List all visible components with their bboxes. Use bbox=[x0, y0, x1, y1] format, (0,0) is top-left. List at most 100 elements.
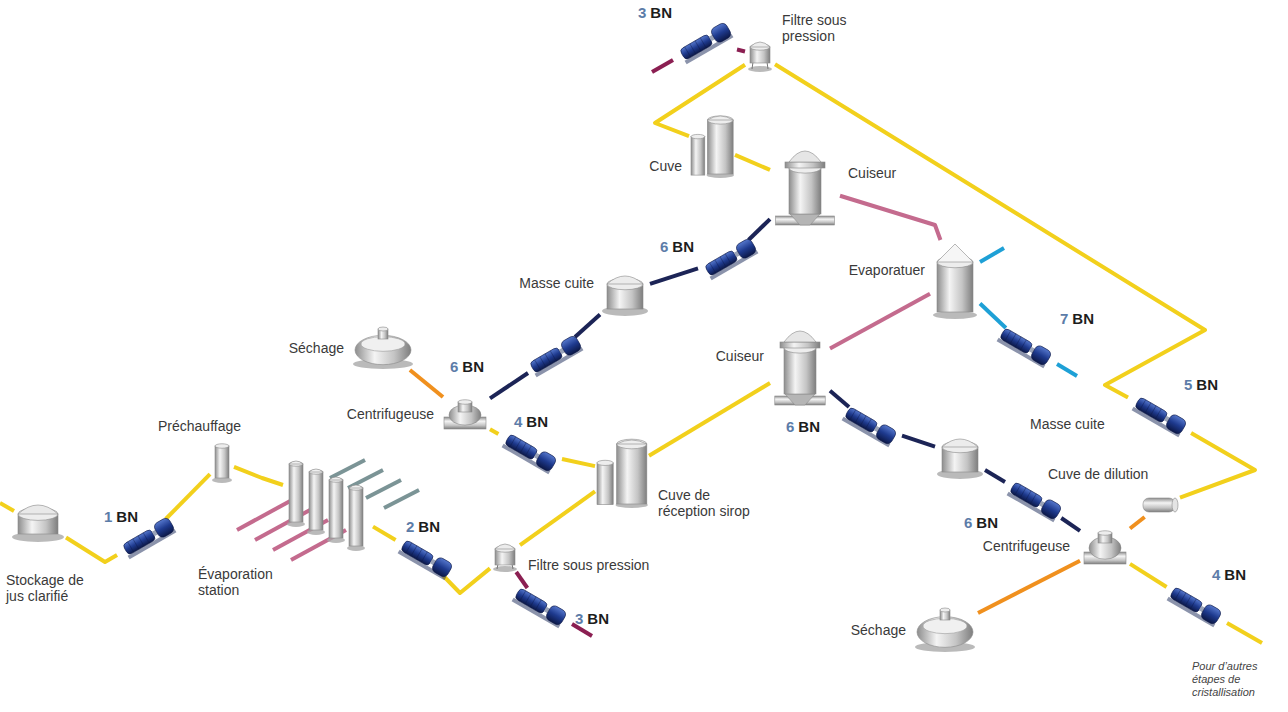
pump-body bbox=[999, 328, 1033, 354]
pump-rib bbox=[535, 360, 541, 370]
pump-body bbox=[1009, 482, 1043, 508]
pump-rib bbox=[1015, 337, 1021, 347]
pump-unit: 2BN bbox=[394, 540, 458, 576]
equipment-unit: Filtre sous pression bbox=[745, 38, 775, 72]
pump-icon bbox=[993, 328, 1057, 364]
tank-dome bbox=[789, 151, 821, 162]
icon-group bbox=[597, 439, 648, 508]
tank-top bbox=[1098, 531, 1112, 535]
pump-body bbox=[1169, 587, 1203, 613]
pipe-connector bbox=[985, 470, 1005, 482]
pump-rib bbox=[720, 257, 726, 267]
callout-number: 1 bbox=[104, 508, 112, 525]
equipment-unit: Séchage bbox=[350, 326, 416, 370]
pipe-connector bbox=[840, 196, 940, 240]
icon-group bbox=[937, 439, 983, 479]
pump-label: 6BN bbox=[964, 514, 998, 531]
callout-number: 6 bbox=[786, 418, 794, 435]
pump-body bbox=[1134, 397, 1168, 423]
tank-dome bbox=[607, 276, 643, 284]
pipe-connector bbox=[775, 64, 1205, 397]
equipment-name: Évaporation station bbox=[198, 566, 290, 598]
tank-shell bbox=[329, 480, 343, 538]
icon-group bbox=[512, 586, 568, 629]
equipment-label: Préchauffage bbox=[158, 418, 241, 434]
equipment-label: Cuve bbox=[649, 158, 682, 174]
pump-unit: 4BN bbox=[1163, 587, 1227, 623]
pipe-stub bbox=[0, 503, 14, 511]
dilution-tank bbox=[1143, 498, 1175, 512]
pump-motor bbox=[1040, 498, 1063, 520]
equipment-icon bbox=[283, 454, 373, 546]
pipe-connector bbox=[830, 391, 849, 407]
pipe-connector bbox=[735, 155, 770, 170]
pump-rib bbox=[1020, 340, 1026, 350]
pump-rib bbox=[133, 539, 139, 549]
pump-body bbox=[514, 588, 548, 614]
tank-dome bbox=[707, 116, 733, 120]
pipe-connector bbox=[902, 436, 935, 447]
tank-shell bbox=[789, 168, 821, 214]
pump-rib bbox=[1150, 406, 1156, 416]
icon-group bbox=[933, 244, 977, 319]
icon-group bbox=[776, 151, 835, 225]
pump-code: BN bbox=[587, 610, 609, 627]
pipe-connector bbox=[516, 572, 527, 588]
icon-group bbox=[287, 461, 365, 551]
vapour-pipe bbox=[330, 460, 365, 478]
tank-shell bbox=[309, 472, 323, 530]
pipe-connector bbox=[980, 304, 1006, 328]
tank-top bbox=[458, 400, 472, 404]
pump-rib bbox=[865, 419, 871, 429]
tank-top bbox=[215, 444, 229, 448]
tank-dome bbox=[309, 469, 323, 472]
tank-top bbox=[707, 116, 733, 124]
pump-unit: 7BN bbox=[993, 328, 1057, 364]
tank-shell bbox=[617, 444, 647, 504]
pump-code: BN bbox=[418, 518, 440, 535]
tank-shell bbox=[784, 348, 816, 394]
pipe-connector bbox=[737, 50, 745, 52]
icon-group bbox=[915, 608, 975, 652]
equipment-name: Stockage de jus clarifié bbox=[6, 572, 94, 604]
pump-body bbox=[529, 347, 563, 373]
equipment-icon bbox=[930, 240, 980, 320]
equipment-name: Centrifugeuse bbox=[347, 406, 434, 422]
pump-body bbox=[704, 250, 738, 276]
pump-rib bbox=[700, 38, 706, 48]
tank-shell bbox=[707, 120, 733, 174]
equipment-label: Séchage bbox=[289, 340, 344, 356]
pump-rib bbox=[1010, 334, 1016, 344]
icon-group bbox=[703, 238, 759, 281]
pump-rib bbox=[725, 254, 731, 264]
icon-group bbox=[1167, 585, 1223, 628]
pump-rib bbox=[690, 44, 696, 54]
dryer-body bbox=[355, 335, 411, 364]
pump-label: 2BN bbox=[406, 518, 440, 535]
equipment-base bbox=[748, 66, 772, 72]
equipment-label: Cuve de réception sirop bbox=[658, 487, 758, 519]
pump-code: BN bbox=[462, 358, 484, 375]
pump-rib bbox=[1030, 494, 1036, 504]
evaporator-cone bbox=[937, 244, 973, 262]
equipment-name: Cuve bbox=[649, 158, 682, 174]
pipe-connector bbox=[166, 474, 210, 519]
equipment-icon bbox=[770, 140, 840, 230]
pump-rib bbox=[550, 351, 556, 361]
pipe-connector bbox=[234, 467, 283, 485]
pump-rib bbox=[138, 536, 144, 546]
pump-icon bbox=[508, 588, 572, 624]
tank-dome bbox=[349, 485, 363, 488]
cooker-cone bbox=[785, 394, 815, 405]
equipment-unit: Séchage bbox=[912, 607, 978, 653]
tank-top bbox=[329, 478, 343, 482]
equipment-label: Evaporatuer bbox=[849, 262, 925, 278]
pump-rib bbox=[515, 440, 521, 450]
pump-rib bbox=[1020, 488, 1026, 498]
equipment-icon bbox=[912, 607, 978, 653]
pump-label: 1BN bbox=[104, 508, 138, 525]
equipment-label: Masse cuite bbox=[519, 275, 594, 291]
icon-group bbox=[212, 444, 232, 483]
vapour-pipe bbox=[348, 470, 383, 488]
